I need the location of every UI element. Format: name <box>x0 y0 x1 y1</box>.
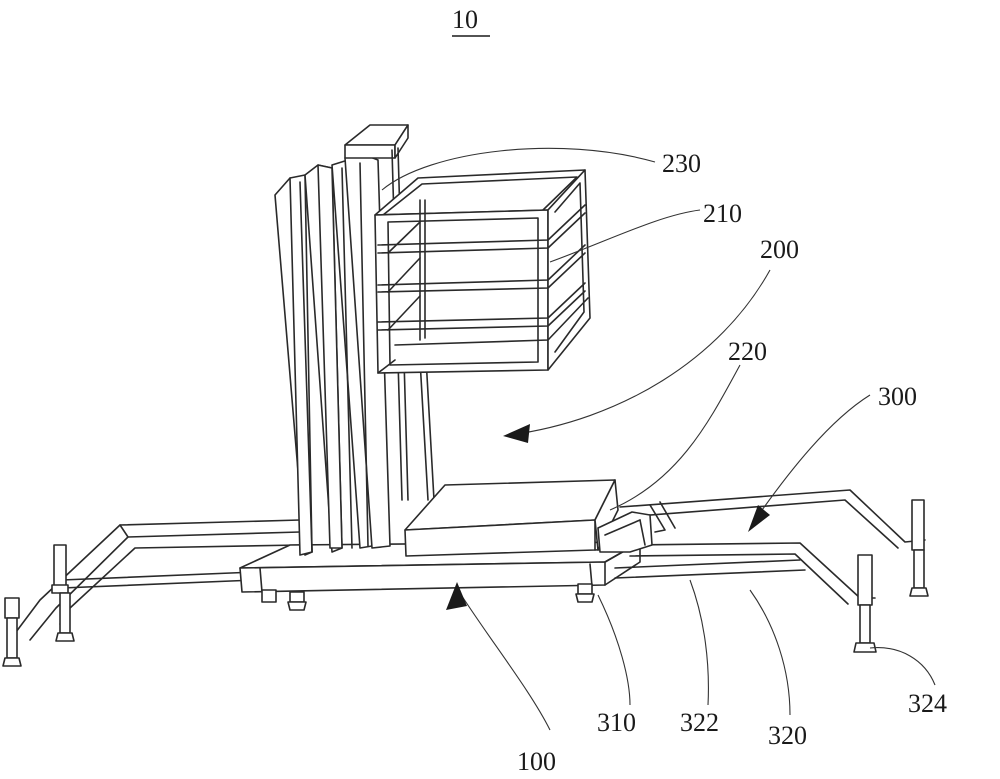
cage-frame <box>374 169 591 374</box>
left-legs <box>2 544 75 667</box>
right-outrigger-frame <box>614 489 926 605</box>
label-100: 100 <box>517 747 556 776</box>
label-322: 322 <box>680 708 719 737</box>
leader-lines <box>381 147 936 731</box>
label-210: 210 <box>703 199 742 228</box>
right-legs <box>853 499 929 653</box>
label-324: 324 <box>908 689 947 718</box>
platform-block <box>404 479 641 557</box>
label-320: 320 <box>768 721 807 750</box>
figure-number: 10 <box>452 5 478 34</box>
label-220: 220 <box>728 337 767 366</box>
label-200: 200 <box>760 235 799 264</box>
label-230: 230 <box>662 149 701 178</box>
label-310: 310 <box>597 708 636 737</box>
label-300: 300 <box>878 382 917 411</box>
slide-bracket <box>597 511 653 553</box>
left-outrigger-frame <box>9 519 301 641</box>
